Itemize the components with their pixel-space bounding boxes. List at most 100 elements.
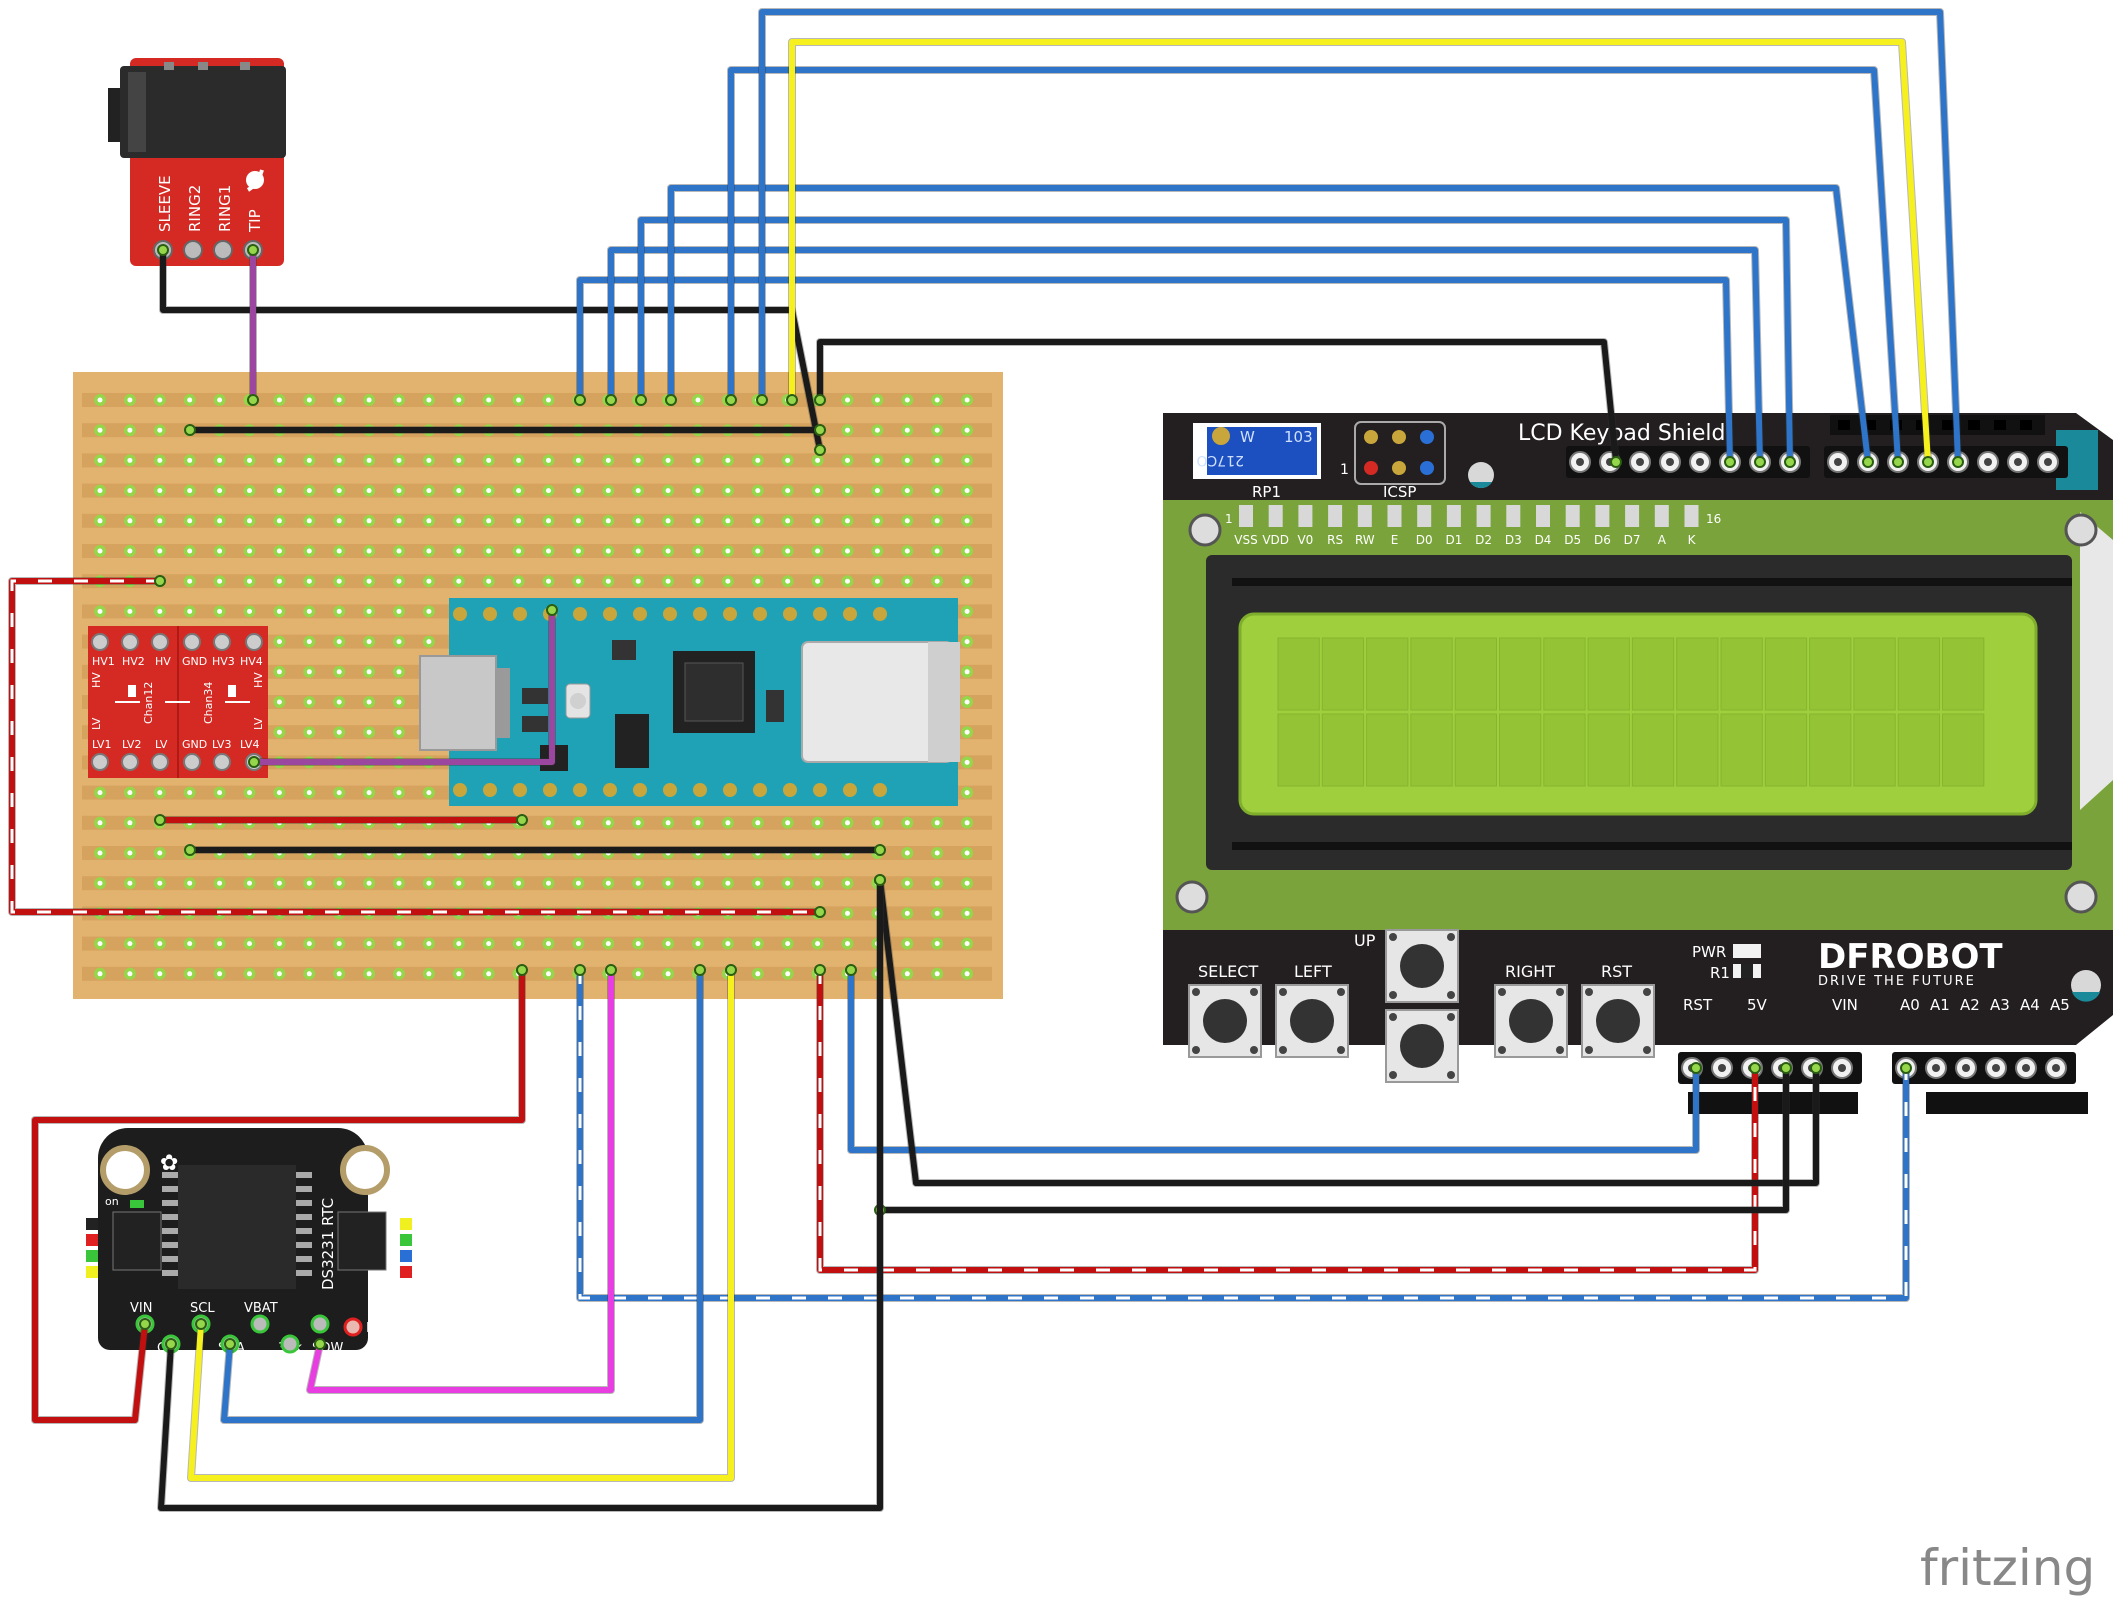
chip-leg: [296, 1270, 312, 1276]
stripboard-hole-center: [575, 578, 581, 584]
wire-board-gnd-top-end: [814, 424, 826, 436]
stripboard-hole-center: [755, 941, 761, 947]
stripboard-hole-center: [336, 548, 342, 554]
fritzing-watermark: fritzing: [1920, 1539, 2095, 1597]
stripboard-hole-center: [306, 548, 312, 554]
wire-rtc-sda: [221, 967, 703, 1423]
wire-lcd-d6-end: [1784, 456, 1796, 468]
stripboard-hole-center: [396, 941, 402, 947]
wire-jack-tip-end: [247, 394, 259, 406]
stripboard-hole-center: [366, 457, 372, 463]
ls-label-lv4: LV4: [240, 738, 259, 751]
stripboard-hole-center: [247, 790, 252, 796]
stripboard-hole-center: [426, 880, 432, 886]
stripboard-hole-center: [217, 397, 223, 403]
button-pin: [1447, 1071, 1455, 1079]
crystal: [615, 714, 649, 768]
stripboard-hole-center: [426, 518, 432, 524]
rtc-ds3231: ✿ on DS3231 RTC VIN SCL VBAT GD SDA 32k …: [86, 1128, 412, 1356]
wire-shield-a0-stripe: [578, 970, 1908, 1300]
nano-pin: [753, 783, 767, 797]
stripboard-hole-center: [845, 518, 850, 524]
stripboard-hole-center: [396, 699, 402, 705]
stripboard-hole-center: [695, 397, 701, 403]
stripboard-hole-center: [97, 880, 103, 886]
rtc-label-vbat: VBAT: [244, 1301, 278, 1316]
wire-board-red-short-end: [154, 814, 166, 826]
stripboard-hole-center: [904, 880, 910, 886]
stripboard-hole-center: [904, 457, 910, 463]
stripboard-hole-center: [97, 548, 103, 554]
socket-bottom-right: [1926, 1092, 2088, 1114]
stripboard-hole-center: [546, 548, 551, 554]
stripboard-hole-center: [366, 639, 372, 645]
stripboard-hole-center: [575, 880, 581, 886]
stripboard-hole-center: [934, 820, 940, 826]
lcd-pin-label: VSS: [1234, 533, 1257, 547]
dfrobot-tagline: DRIVE THE FUTURE: [1818, 974, 1976, 989]
lcd-cell: [1499, 713, 1542, 787]
stripboard-hole-center: [964, 397, 970, 403]
nano-pin: [843, 607, 857, 621]
stripboard-hole-center: [127, 548, 133, 554]
wire-lcd-d4-end: [1724, 456, 1736, 468]
stripboard-hole-center: [97, 397, 103, 403]
power-label-vin: VIN: [1832, 996, 1858, 1014]
stripboard-hole-center: [874, 457, 880, 463]
level-shifter-pin: [213, 633, 231, 651]
digital-header-left-pin-hole: [1576, 458, 1584, 466]
stripboard-hole-center: [546, 971, 551, 977]
stripboard-hole-center: [276, 880, 282, 886]
wire-shield-rst-end: [845, 964, 857, 976]
stripboard-hole-center: [276, 608, 282, 614]
stripboard-hole-center: [904, 427, 910, 433]
wire-rtc-vin-end: [139, 1318, 151, 1330]
stripboard-hole-center: [217, 578, 223, 584]
wire-rtc-sda-end: [694, 964, 706, 976]
stripboard-hole-center: [127, 488, 133, 494]
nano-pin: [723, 783, 737, 797]
wire-board-to-lcd-gnd: [817, 339, 1619, 465]
level-shifter-pin: [91, 753, 109, 771]
lcd-pin-label: D2: [1475, 533, 1492, 547]
stripboard-hole-center: [366, 578, 372, 584]
stripboard-hole-center: [426, 488, 432, 494]
wire-shield-gnd2-shadow: [876, 1064, 1790, 1214]
rtc-label-scl: SCL: [190, 1301, 215, 1316]
stripboard-hole-center: [127, 457, 133, 463]
lcd-cell: [1499, 637, 1542, 711]
ls-side-hv-right: HV: [252, 672, 265, 688]
button-pin: [1250, 1046, 1258, 1054]
stripboard-hole-center: [426, 397, 432, 403]
stripboard-hole-center: [306, 941, 312, 947]
lcd-cell: [1676, 713, 1719, 787]
stripboard-hole-center: [366, 699, 372, 705]
stripboard-hole-center: [426, 608, 432, 614]
ls-label-lv3: LV3: [212, 738, 231, 751]
stripboard-hole-center: [157, 548, 163, 554]
wire-rtc-sda-end: [224, 1338, 236, 1350]
stripboard-hole-center: [127, 397, 133, 403]
power-header-pin-hole: [1838, 1064, 1846, 1072]
lcd-pin: [1506, 505, 1521, 527]
stripboard-hole-center: [306, 518, 312, 524]
wire-rtc-gnd-end: [874, 874, 886, 886]
wire-lcd-yellow-end: [1922, 456, 1934, 468]
stripboard-hole-center: [456, 880, 462, 886]
lcd-pin: [1387, 505, 1402, 527]
wire-shield-5v-stripe: [818, 970, 1757, 1272]
button-pin: [1585, 988, 1593, 996]
lcd-cell: [1809, 713, 1852, 787]
ls-label-lv: LV: [155, 738, 168, 751]
stripboard-hole-center: [456, 457, 462, 463]
stripboard-hole-center: [276, 639, 282, 645]
stripboard-hole-center: [904, 397, 910, 403]
button-pin: [1279, 988, 1287, 996]
lcd-pin: [1328, 505, 1343, 527]
stripboard-hole-center: [964, 578, 970, 584]
nano-pin: [633, 607, 647, 621]
wire-jack-tip-end: [247, 244, 259, 256]
stripboard-hole-center: [217, 457, 223, 463]
stripboard-hole-center: [426, 639, 432, 645]
